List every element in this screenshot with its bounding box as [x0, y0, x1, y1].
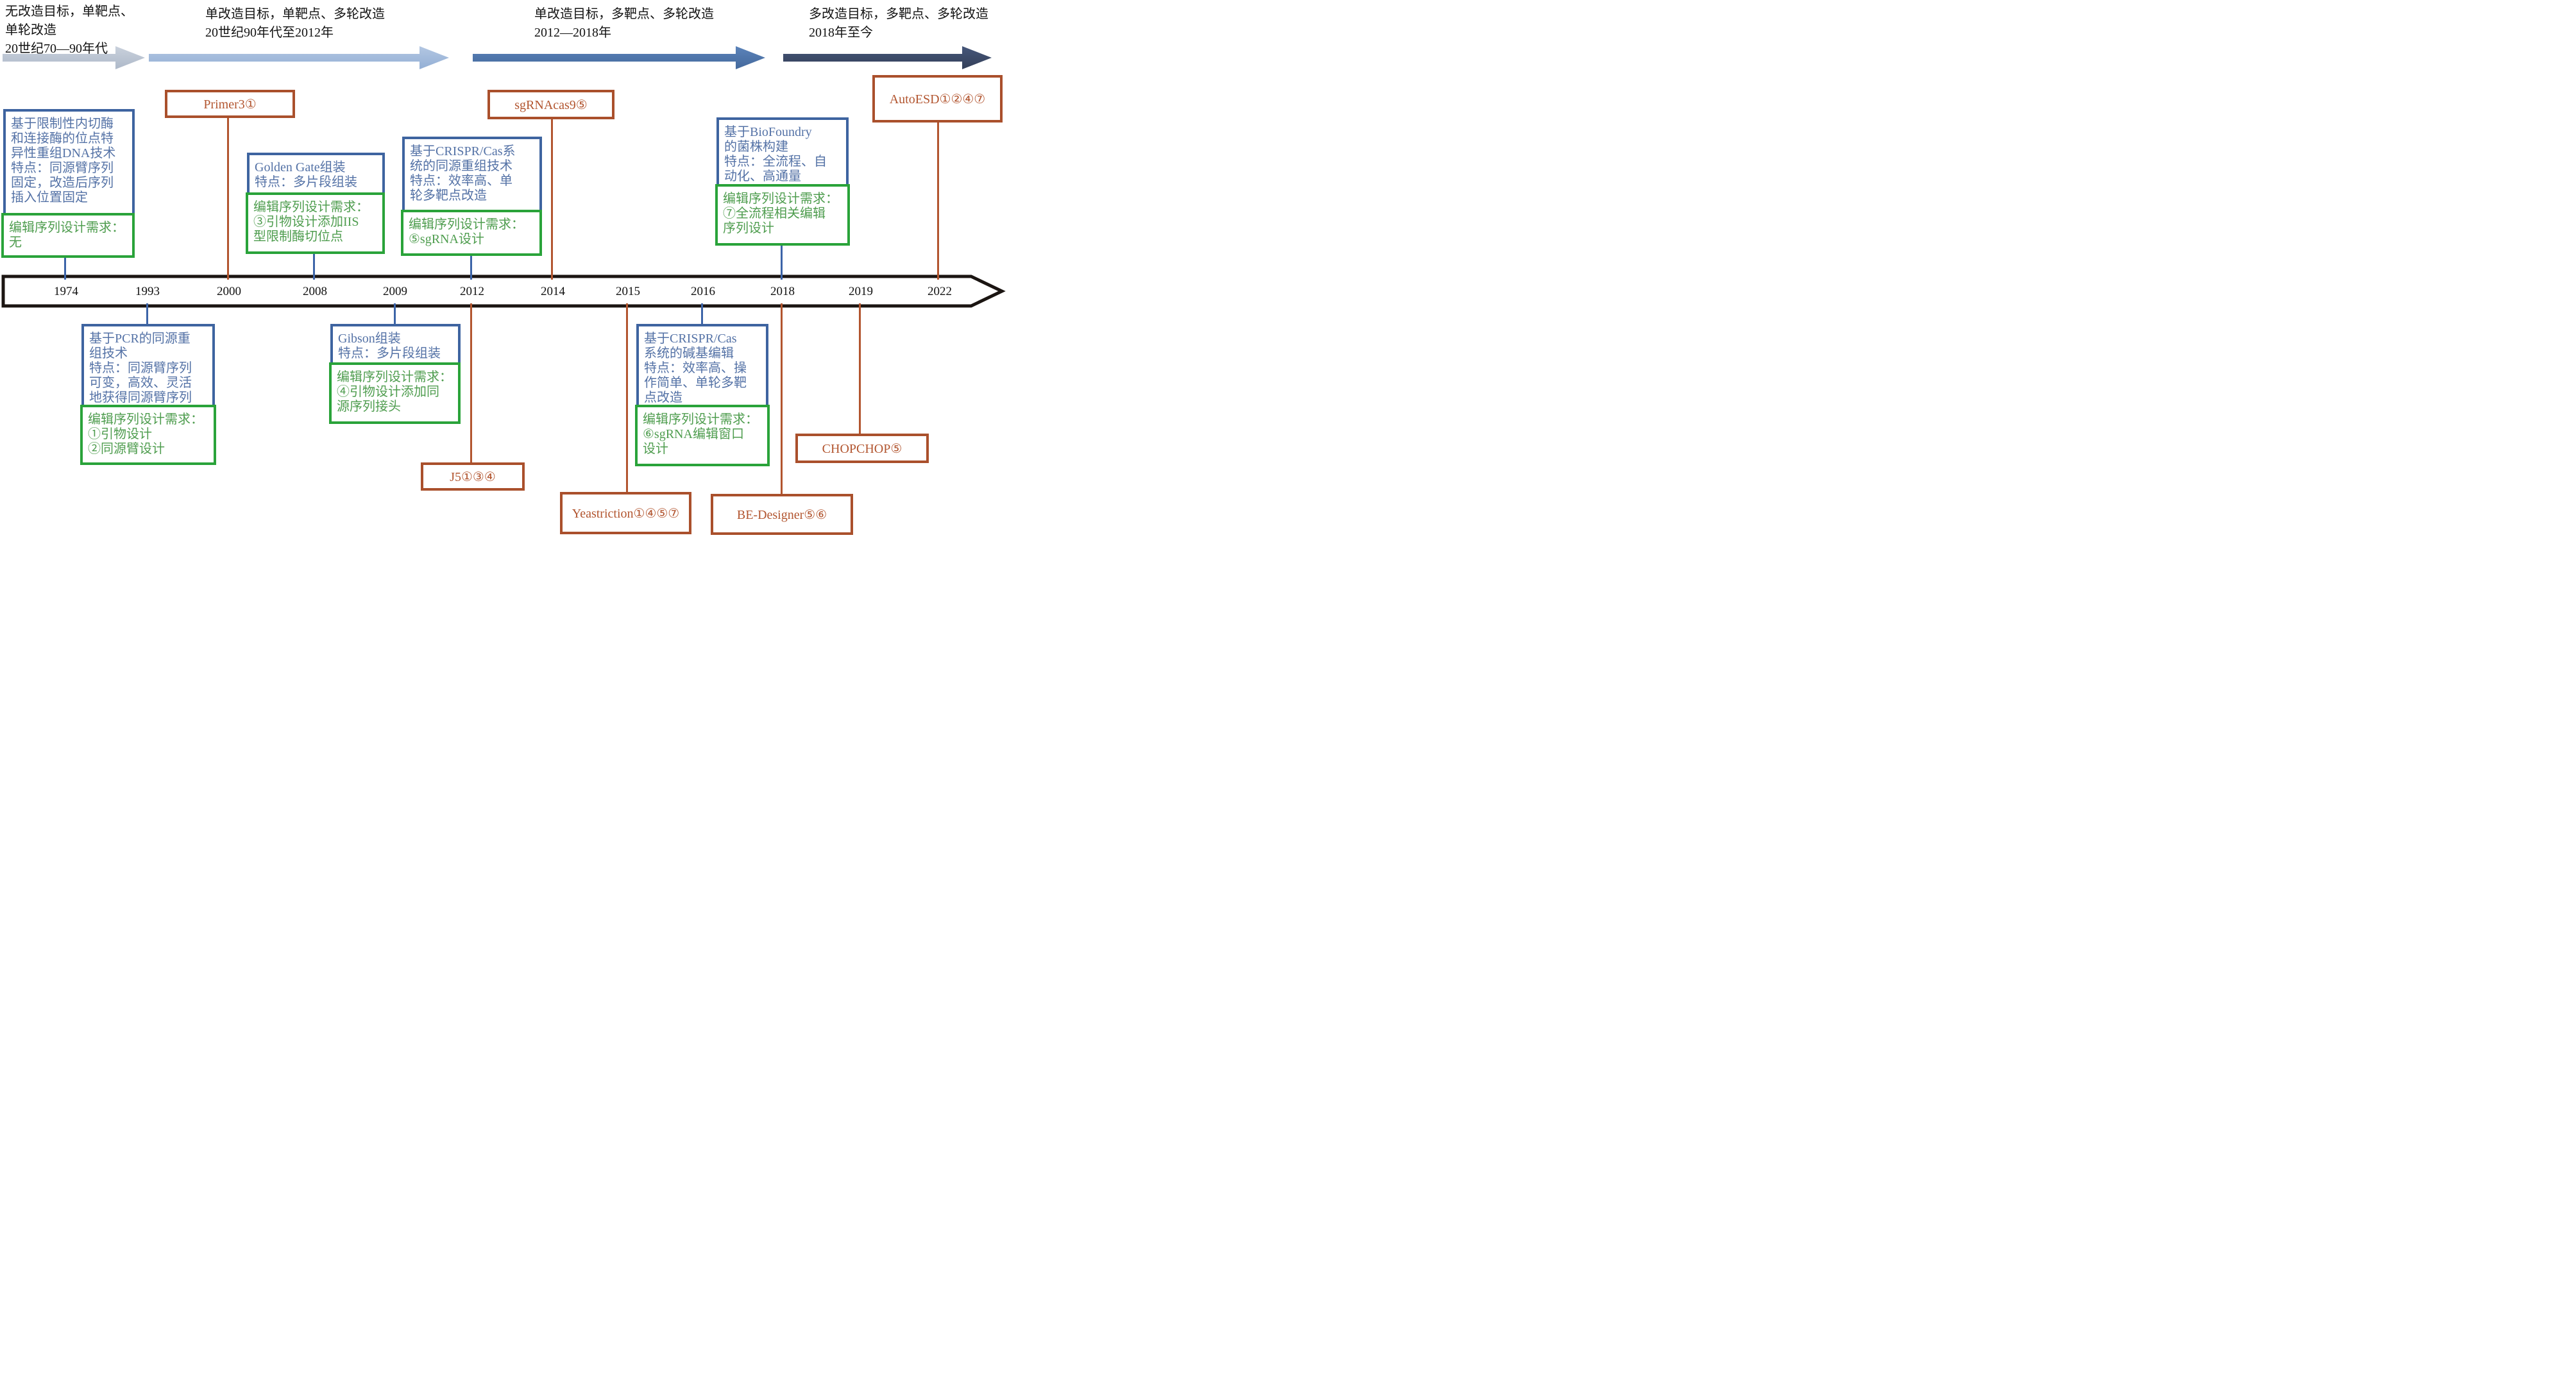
tool-box-primer3: Primer3①	[165, 90, 295, 118]
connector-2018-bedesigner	[781, 303, 783, 495]
tool-box-yeastriction: Yeastriction①④⑤⑦	[560, 492, 691, 534]
connector-2014-sgrnacas9	[551, 118, 553, 280]
timeline-year: 1993	[135, 285, 160, 298]
design-box-1993: 编辑序列设计需求： ①引物设计 ②同源臂设计	[80, 405, 216, 465]
timeline-year: 2022	[928, 285, 952, 298]
tool-box-j5: J5①③④	[421, 462, 525, 491]
timeline-bar	[1, 275, 1006, 308]
tool-box-chopchop: CHOPCHOP⑤	[795, 434, 929, 463]
connector-2009-below	[394, 303, 396, 325]
tech-box-1993-pcr: 基于PCR的同源重 组技术 特点：同源臂序列 可变，高效、灵活 地获得同源臂序列	[81, 324, 215, 407]
tool-box-autoesd: AutoESD①②④⑦	[872, 75, 1003, 123]
connector-2012-j5	[470, 303, 472, 464]
connector-2012-above	[470, 255, 472, 280]
tool-box-bedesigner: BE-Designer⑤⑥	[711, 494, 853, 535]
tech-box-1974: 基于限制性内切酶 和连接酶的位点特 异性重组DNA技术 特点：同源臂序列 固定，…	[3, 109, 135, 216]
timeline-year: 2018	[770, 285, 795, 298]
timeline-year: 2000	[217, 285, 241, 298]
tech-box-2012-crispr-hr: 基于CRISPR/Cas系 统的同源重组技术 特点：效率高、单 轮多靶点改造	[402, 137, 542, 212]
tool-box-sgrnacas9: sgRNAcas9⑤	[487, 90, 614, 119]
tech-box-2018-biofoundry: 基于BioFoundry 的菌株构建 特点：全流程、自 动化、高通量	[716, 117, 849, 187]
era-label-4: 多改造目标，多靶点、多轮改造 2018年至今	[809, 7, 988, 40]
figure-canvas: 无改造目标，单靶点、 单轮改造 20世纪70—90年代 单改造目标，单靶点、多轮…	[0, 0, 1006, 541]
timeline-year: 1974	[54, 285, 78, 298]
era-label-2: 单改造目标，单靶点、多轮改造 20世纪90年代至2012年	[205, 7, 385, 40]
connector-2016-below	[701, 303, 703, 325]
design-box-2018: 编辑序列设计需求： ⑦全流程相关编辑 序列设计	[715, 184, 850, 246]
connector-2019-chopchop	[859, 303, 861, 435]
connector-2018-above	[781, 244, 783, 280]
design-box-2016: 编辑序列设计需求： ⑥sgRNA编辑窗口 设计	[635, 405, 770, 466]
design-box-2012: 编辑序列设计需求： ⑤sgRNA设计	[401, 210, 542, 256]
design-box-2009: 编辑序列设计需求： ④引物设计添加同 源序列接头	[329, 362, 461, 424]
connector-2015-yeastriction	[626, 303, 628, 493]
connector-2022-autoesd	[937, 121, 939, 280]
tech-box-2016-base-editing: 基于CRISPR/Cas 系统的碱基编辑 特点：效率高、操 作简单、单轮多靶 点…	[636, 324, 768, 407]
timeline-year: 2016	[691, 285, 715, 298]
timeline-year: 2008	[303, 285, 327, 298]
timeline-year: 2019	[849, 285, 873, 298]
timeline-year: 2015	[616, 285, 640, 298]
tech-box-2009-gibson: Gibson组装 特点：多片段组装	[330, 324, 461, 365]
design-box-2008: 编辑序列设计需求： ③引物设计添加IIS 型限制酶切位点	[246, 192, 385, 254]
design-box-1974: 编辑序列设计需求： 无	[1, 213, 135, 258]
tech-box-2008-goldengate: Golden Gate组装 特点：多片段组装	[247, 153, 385, 195]
connector-2000-primer3	[227, 117, 229, 280]
timeline-year: 2012	[460, 285, 484, 298]
timeline-year: 2014	[541, 285, 565, 298]
timeline-year: 2009	[383, 285, 407, 298]
era-label-1: 无改造目标，单靶点、 单轮改造 20世纪70—90年代	[5, 4, 133, 56]
connector-1974-above	[64, 257, 66, 280]
era-label-3: 单改造目标，多靶点、多轮改造 2012—2018年	[534, 7, 714, 40]
connector-1993-below	[146, 303, 148, 325]
connector-2008-above	[313, 253, 315, 280]
